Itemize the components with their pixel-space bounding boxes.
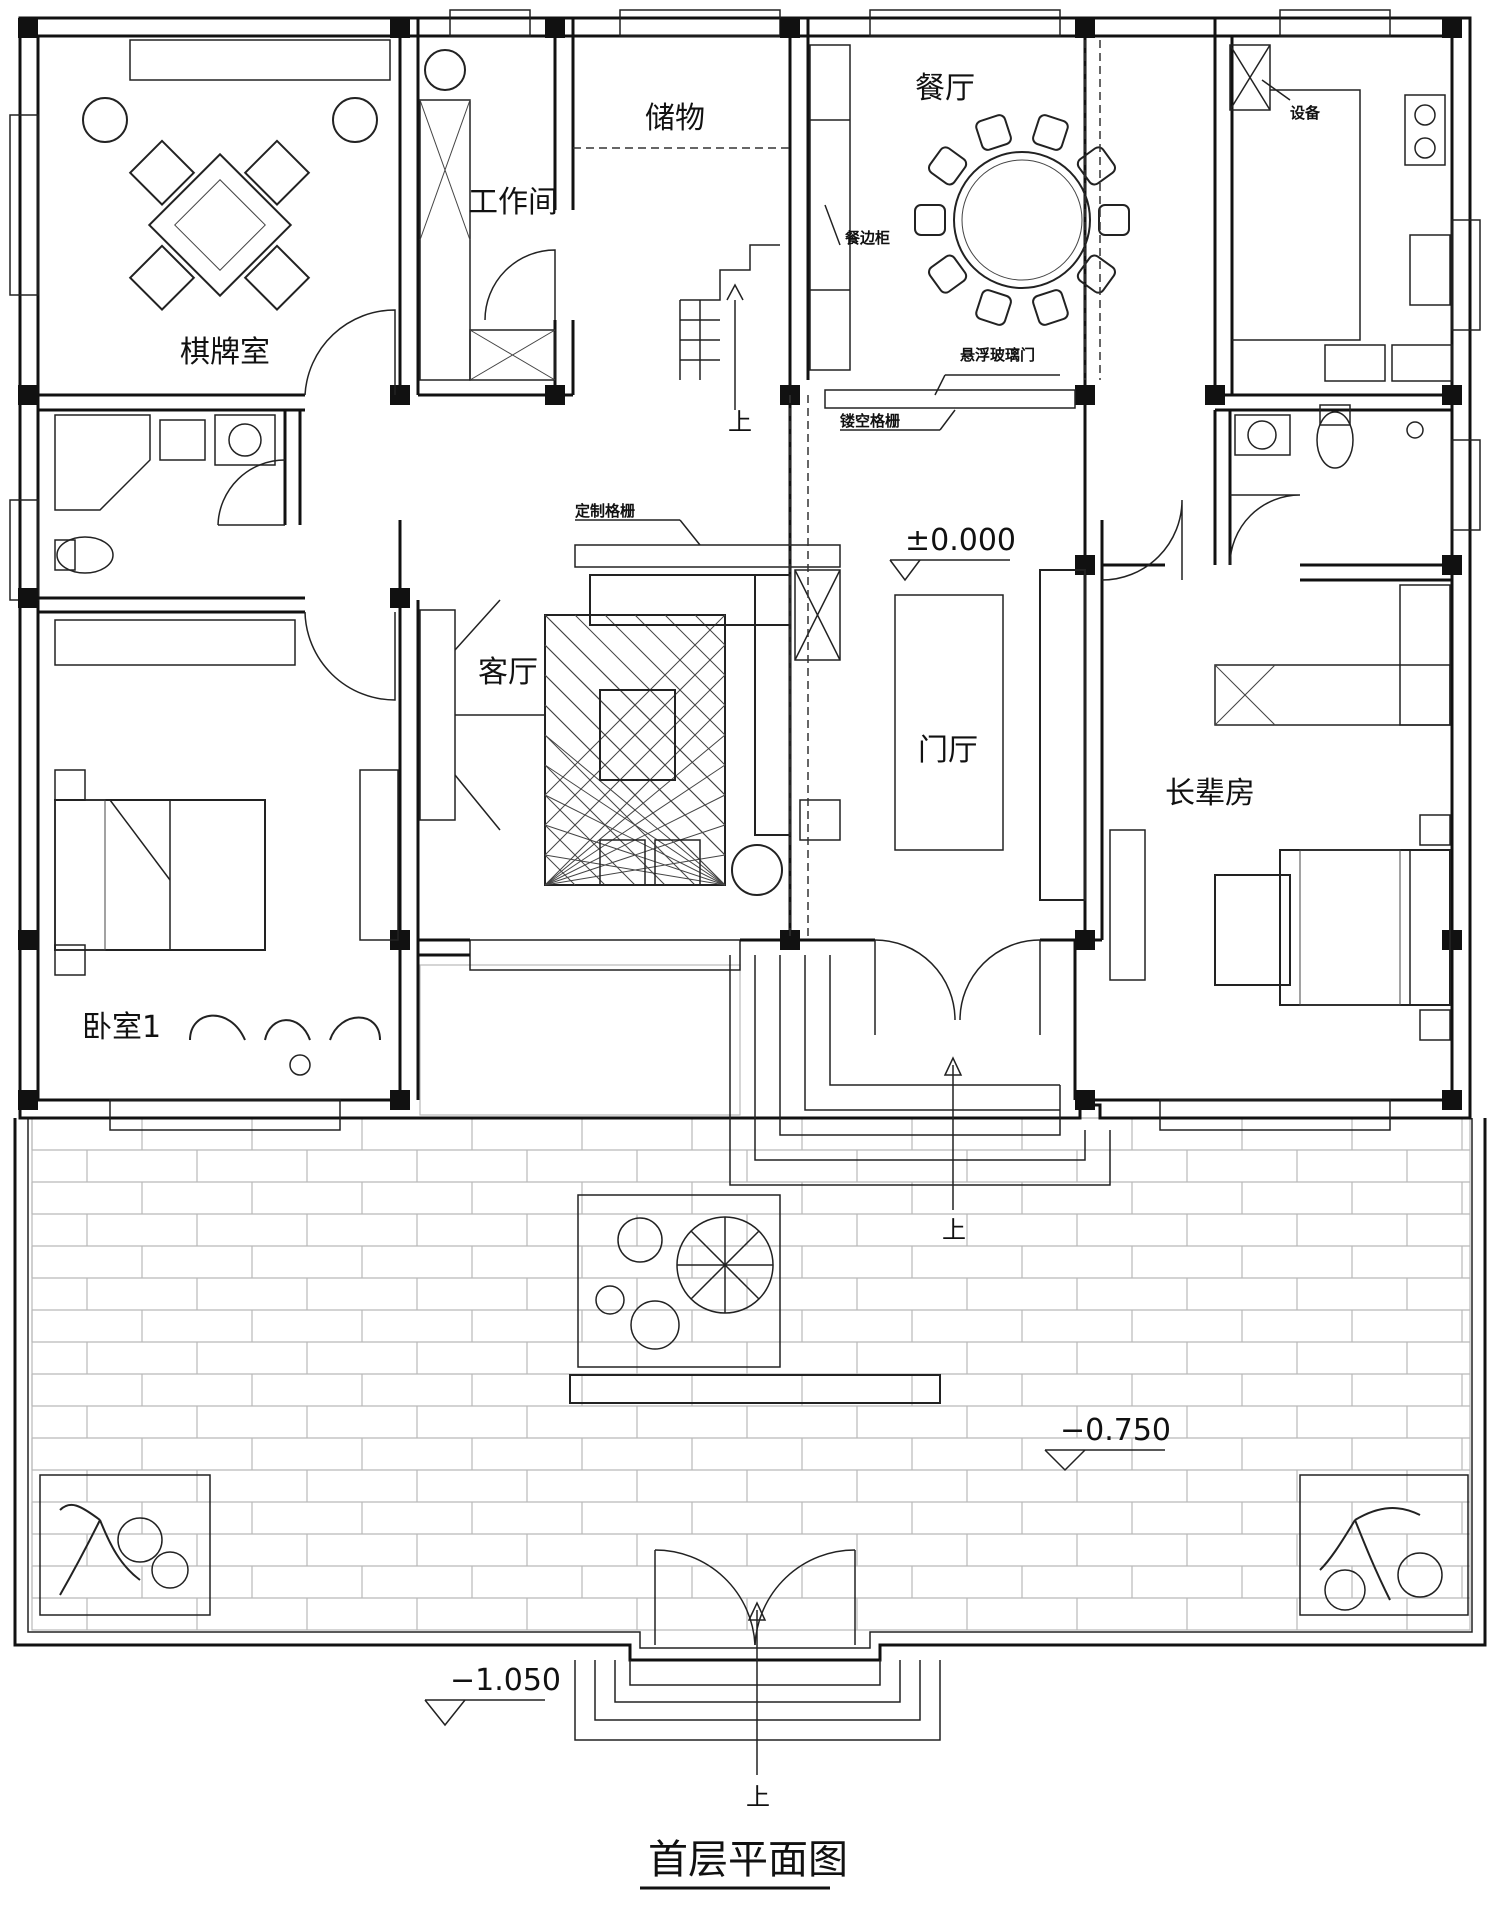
level-marker-floor: [889, 559, 1010, 582]
column: [780, 18, 800, 38]
column: [390, 18, 410, 38]
front-planter-bench: [569, 1374, 941, 1404]
dining-chair: [927, 146, 968, 186]
column: [545, 385, 565, 405]
kitchen-fittings: [1229, 44, 1453, 382]
up-label-foyer: 上: [942, 1216, 966, 1244]
annotation-floating-glass-door: 悬浮玻璃门: [960, 346, 1035, 364]
level-label-entry: −1.050: [450, 1663, 561, 1698]
column: [1442, 555, 1462, 575]
workroom-cabinet: [419, 49, 556, 381]
room-label-elder: 长辈房: [1165, 776, 1255, 811]
column: [1205, 385, 1225, 405]
column: [390, 588, 410, 608]
room-label-dining: 餐厅: [915, 71, 975, 106]
dining-chair: [914, 204, 946, 236]
right-bathroom-fixtures: [1234, 404, 1424, 469]
level-label-terrace: −0.750: [1060, 1413, 1171, 1448]
dining-chair: [975, 114, 1012, 151]
stair: [573, 147, 790, 410]
dining-chair: [1076, 146, 1117, 186]
column: [390, 385, 410, 405]
column: [1442, 385, 1462, 405]
chess-table: [82, 39, 391, 311]
column: [1442, 18, 1462, 38]
interior-doors[interactable]: [217, 249, 1301, 701]
dining-chair: [975, 289, 1012, 326]
exterior-walls: [18, 16, 1472, 1120]
column: [1075, 1090, 1095, 1110]
front-gate-doors[interactable]: [654, 1549, 856, 1646]
column: [1075, 385, 1095, 405]
column: [1075, 18, 1095, 38]
up-arrow-foyer: [943, 1056, 963, 1210]
up-label-entry: 上: [746, 1783, 770, 1811]
level-marker-entry: [424, 1699, 545, 1727]
elder-room-furniture: [1109, 584, 1451, 1041]
dining-chair: [1032, 289, 1069, 326]
bedroom1-furniture: [54, 619, 399, 1076]
up-label-stair: 上: [728, 408, 752, 436]
drawing-title: 首层平面图: [648, 1837, 848, 1883]
annotation-hollow-grille: 镂空格栅: [840, 412, 900, 430]
top-windows: [9, 9, 1481, 1131]
annotation-equipment: 设备: [1290, 104, 1321, 122]
room-label-foyer: 门厅: [918, 733, 978, 768]
annotation-custom-grille: 定制格栅: [575, 502, 635, 520]
dining-chair: [1032, 114, 1069, 151]
column: [1442, 1090, 1462, 1110]
dining-table: [809, 44, 1130, 371]
column: [390, 930, 410, 950]
annotation-sideboard: 餐边柜: [845, 229, 890, 247]
up-arrow-entry: [747, 1601, 767, 1775]
planter-center: [577, 1194, 781, 1368]
column: [18, 1090, 38, 1110]
terrace-boundary: [13, 1118, 1487, 1662]
column: [780, 930, 800, 950]
column: [18, 385, 38, 405]
room-label-chess: 棋牌室: [180, 335, 270, 370]
left-bathroom-fixtures: [54, 414, 276, 574]
level-label-floor: ±0.000: [905, 523, 1016, 558]
room-label-bedroom1: 卧室1: [82, 1010, 161, 1045]
terrace-paving: [31, 964, 1471, 1631]
column: [545, 18, 565, 38]
level-marker-terrace: [1044, 1449, 1165, 1472]
dining-chair: [1076, 254, 1117, 294]
planter-right: [1299, 1474, 1469, 1616]
dining-chair: [1098, 204, 1130, 236]
hollow-grille: [789, 40, 1101, 940]
column: [18, 18, 38, 38]
room-label-living: 客厅: [478, 655, 538, 690]
room-label-workroom: 工作间: [468, 185, 558, 220]
living-furniture: [419, 544, 841, 896]
planter-left: [39, 1474, 211, 1616]
column: [18, 930, 38, 950]
column: [1442, 930, 1462, 950]
dining-chair: [927, 254, 968, 294]
column: [18, 588, 38, 608]
interior-walls: [38, 18, 1452, 1100]
foyer-elements: [874, 569, 1086, 1035]
annotation-leaders: [575, 79, 1291, 546]
room-label-storage: 储物: [645, 101, 705, 136]
foyer-steps: [729, 955, 1111, 1186]
column: [390, 1090, 410, 1110]
column: [1075, 930, 1095, 950]
